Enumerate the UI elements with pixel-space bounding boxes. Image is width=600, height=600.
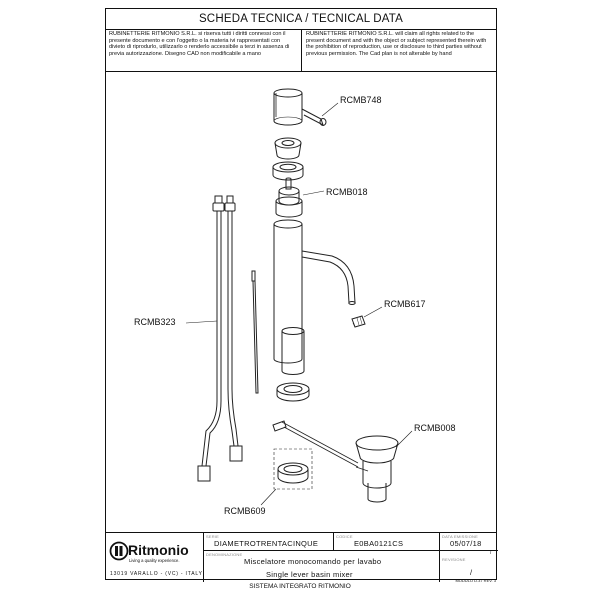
description-italian: Miscelatore monocomando per lavabo — [244, 557, 382, 566]
description-label: DENOMINAZIONE — [206, 552, 243, 557]
description-cell: DENOMINAZIONE Miscelatore monocomando pe… — [204, 551, 440, 582]
aerator-part — [351, 315, 366, 328]
leader-gasket — [260, 488, 277, 506]
code-label: CODICE — [336, 534, 353, 539]
title-block: Ritmonio Living a quality experience. 13… — [106, 532, 498, 582]
date-cell: DATA EMISSIONE 05/07/18 — [440, 533, 498, 551]
notice-divider — [301, 29, 302, 71]
leader-aerator — [363, 306, 383, 318]
ritmonio-logo-icon — [109, 541, 129, 561]
description-english: Single lever basin mixer — [266, 570, 353, 579]
copyright-notice-english: RUBINETTERIE RITMONIO S.R.L. will claim … — [306, 31, 487, 57]
washer-part — [276, 382, 310, 402]
technical-sheet: SCHEDA TECNICA / TECNICAL DATA RUBINETTE… — [105, 8, 498, 582]
label-rcmb008: RCMB008 — [414, 423, 456, 433]
nut-part — [272, 161, 304, 181]
leader-cartridge — [302, 190, 325, 196]
mixer-body-part — [273, 219, 356, 364]
cap-ring-part — [274, 137, 302, 160]
leader-handle — [321, 102, 339, 117]
label-rcmb617: RCMB617 — [384, 299, 426, 309]
waste-part — [272, 420, 399, 503]
company-address: 13019 VARALLO - (VC) - ITALY — [110, 571, 203, 577]
label-rcmb323: RCMB323 — [134, 317, 176, 327]
module-code: MODULO D.37 REV. 3 — [455, 578, 496, 583]
code-cell: CODICE E0BA0121CS — [334, 533, 440, 551]
label-rcmb609: RCMB609 — [224, 506, 266, 516]
date-label: DATA EMISSIONE — [442, 534, 478, 539]
series-value: DIAMETROTRENTACINQUE — [214, 539, 319, 548]
copyright-notice-italian: RUBINETTERIE RITMONIO S.R.L. si riserva … — [109, 31, 290, 57]
series-label: SERIE — [206, 534, 220, 539]
handle-part — [273, 88, 327, 127]
cartridge-part — [275, 177, 303, 218]
logo-tagline: Living a quality experience. — [129, 558, 180, 563]
leader-waste — [395, 430, 413, 448]
leader-hoses — [185, 320, 218, 324]
sleeve-part — [281, 327, 305, 375]
logo-cell: Ritmonio Living a quality experience. 13… — [106, 533, 204, 582]
label-rcmb748: RCMB748 — [340, 95, 382, 105]
revision-label: REVISIONE — [442, 557, 466, 562]
date-value: 05/07/18 — [450, 539, 482, 548]
code-value: E0BA0121CS — [354, 539, 404, 548]
revision-cell: / REVISIONE / — [440, 550, 498, 582]
series-cell: SERIE DIAMETROTRENTACINQUE — [204, 533, 334, 551]
exploded-view-drawing: RCMB748 RCMB018 RCMB617 RCMB323 RCMB008 … — [106, 71, 496, 532]
gasket-part — [273, 448, 313, 490]
logo-name: Ritmonio — [128, 542, 189, 558]
label-rcmb018: RCMB018 — [326, 187, 368, 197]
footer-system: SISTEMA INTEGRATO RITMONIO — [249, 583, 351, 590]
flexible-hoses-part — [197, 195, 243, 482]
revision-top-value: / — [490, 550, 492, 556]
sheet-title: SCHEDA TECNICA / TECNICAL DATA — [106, 9, 496, 30]
copyright-notice-row: RUBINETTERIE RITMONIO S.R.L. si riserva … — [106, 29, 496, 72]
exploded-view-svg: RCMB748 RCMB018 RCMB617 RCMB323 RCMB008 … — [134, 88, 456, 516]
revision-value: / — [470, 568, 473, 577]
popup-rod-part — [251, 270, 259, 394]
